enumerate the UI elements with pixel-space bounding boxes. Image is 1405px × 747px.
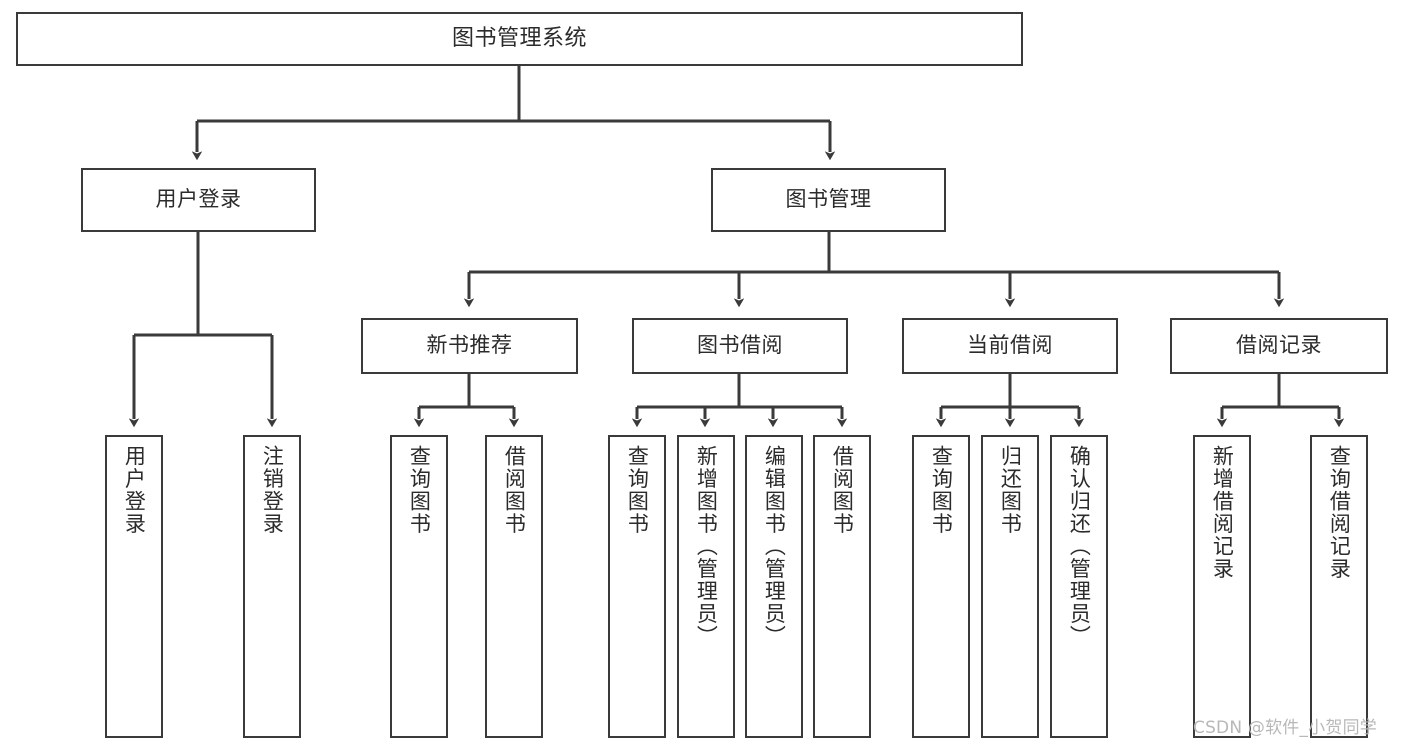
node-leaf-borrow-book-2[interactable]: 借阅图书 [813,435,871,738]
node-book-borrow-label: 图书借阅 [697,333,783,358]
node-leaf-add-record[interactable]: 新增借阅记录 [1193,435,1251,738]
node-book-manage[interactable]: 图书管理 [711,168,946,232]
node-leaf-borrow-book-2-label: 借阅图书 [830,445,855,535]
node-leaf-return-book-label: 归还图书 [998,445,1023,535]
node-leaf-query-book-3[interactable]: 查询图书 [912,435,970,738]
node-leaf-add-book[interactable]: 新增图书（管理员） [677,435,735,738]
node-book-manage-label: 图书管理 [785,187,872,212]
node-root-label: 图书管理系统 [451,25,587,51]
node-leaf-edit-book[interactable]: 编辑图书（管理员） [745,435,803,738]
node-leaf-query-book-1-label: 查询图书 [407,445,432,535]
node-leaf-confirm-return[interactable]: 确认归还（管理员） [1050,435,1108,738]
node-leaf-edit-book-label: 编辑图书（管理员） [762,445,787,648]
node-leaf-query-record-label: 查询借阅记录 [1327,445,1352,580]
csdn-watermark: CSDN @软件_小贺同学 [1193,718,1377,738]
node-new-book-recommend[interactable]: 新书推荐 [361,318,578,374]
node-user-login-label: 用户登录 [155,187,242,212]
node-leaf-query-record[interactable]: 查询借阅记录 [1310,435,1368,738]
node-book-borrow[interactable]: 图书借阅 [632,318,848,374]
node-leaf-user-login[interactable]: 用户登录 [105,435,163,738]
node-leaf-logout-login[interactable]: 注销登录 [243,435,301,738]
node-borrow-record[interactable]: 借阅记录 [1170,318,1388,374]
node-leaf-confirm-return-label: 确认归还（管理员） [1067,445,1092,648]
node-leaf-add-book-label: 新增图书（管理员） [694,445,719,648]
node-leaf-borrow-book-1-label: 借阅图书 [502,445,527,535]
node-leaf-query-book-3-label: 查询图书 [929,445,954,535]
node-leaf-query-book-1[interactable]: 查询图书 [390,435,448,738]
node-leaf-add-record-label: 新增借阅记录 [1210,445,1235,580]
node-leaf-user-login-label: 用户登录 [122,445,147,535]
node-leaf-query-book-2[interactable]: 查询图书 [608,435,666,738]
node-current-borrow[interactable]: 当前借阅 [902,318,1118,374]
node-root[interactable]: 图书管理系统 [16,12,1023,66]
node-borrow-record-label: 借阅记录 [1236,333,1322,358]
node-leaf-logout-login-label: 注销登录 [260,445,285,535]
node-leaf-borrow-book-1[interactable]: 借阅图书 [485,435,543,738]
node-leaf-query-book-2-label: 查询图书 [625,445,650,535]
node-user-login[interactable]: 用户登录 [81,168,316,232]
node-leaf-return-book[interactable]: 归还图书 [981,435,1039,738]
node-current-borrow-label: 当前借阅 [967,333,1053,358]
node-new-book-recommend-label: 新书推荐 [426,333,513,358]
